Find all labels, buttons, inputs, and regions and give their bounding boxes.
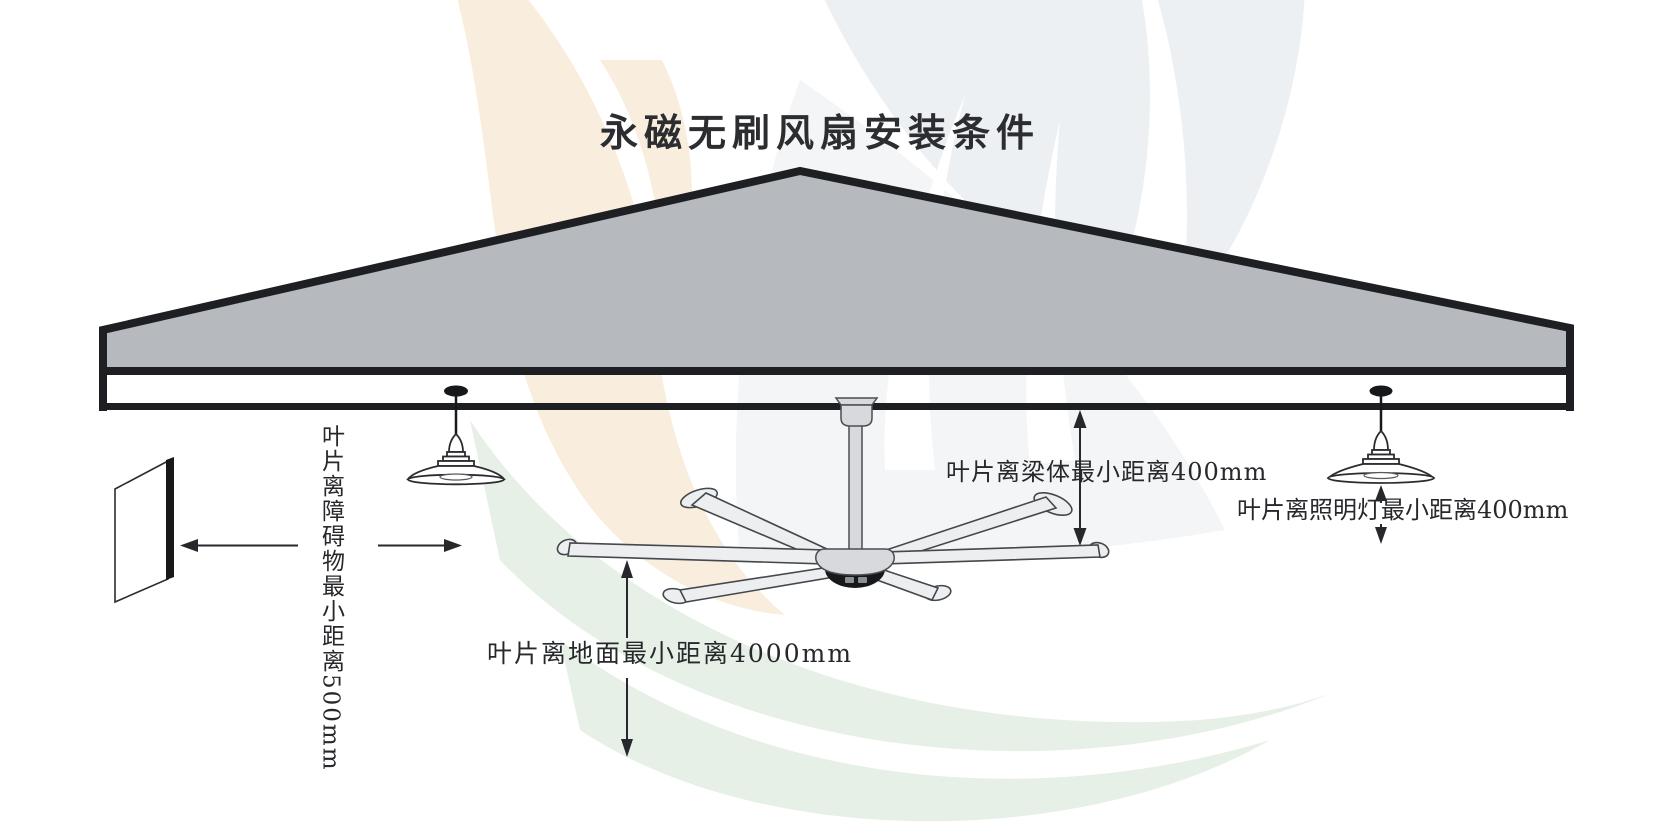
lamp-bulb: [448, 432, 464, 453]
wall-obstacle: [114, 457, 174, 604]
fan-downrod: [848, 423, 863, 552]
label-beam-distance: 叶片离梁体最小距离400mm: [946, 458, 1268, 486]
lamp-canopy: [444, 385, 468, 397]
diagram-title: 永磁无刷风扇安装条件: [599, 111, 1040, 155]
lamp-bulb: [1373, 429, 1389, 451]
roof-fill: [101, 172, 1570, 371]
arrow-ground-distance: [621, 560, 633, 757]
fan-hub: [815, 548, 895, 588]
arrow-beam-distance: [1073, 410, 1087, 546]
ceiling-fan: [556, 397, 1110, 605]
wall-face: [114, 459, 169, 604]
roof: [99, 166, 1574, 411]
label-lamp-distance: 叶片离照明灯最小距离400mm: [1237, 496, 1569, 524]
fan-blade: [678, 565, 842, 603]
lamp-inner-bulb: [439, 473, 473, 481]
pendant-lamp-right: [1326, 385, 1436, 484]
label-obstacle-distance: 叶片离障碍物最小距离500mm: [317, 424, 344, 772]
fan-hub-vent: [858, 577, 867, 583]
fan-mount-body: [840, 404, 873, 427]
label-ground-distance: 叶片离地面最小距离4000mm: [487, 639, 854, 668]
fan-hub-vent: [845, 577, 854, 583]
fan-mount: [834, 397, 879, 427]
roof-outline: [99, 166, 1574, 411]
pendant-lamp-left: [406, 385, 506, 486]
fan-blades: [556, 487, 1110, 605]
lamp-inner-bulb: [1363, 471, 1399, 480]
fan-mount-flange: [834, 397, 879, 406]
lamp-canopy: [1369, 385, 1393, 397]
fan-hub-body: [815, 548, 895, 576]
wall-edge: [166, 457, 174, 580]
arrow-obstacle-distance: [180, 539, 462, 552]
arrow-lamp-distance: [1375, 485, 1387, 544]
